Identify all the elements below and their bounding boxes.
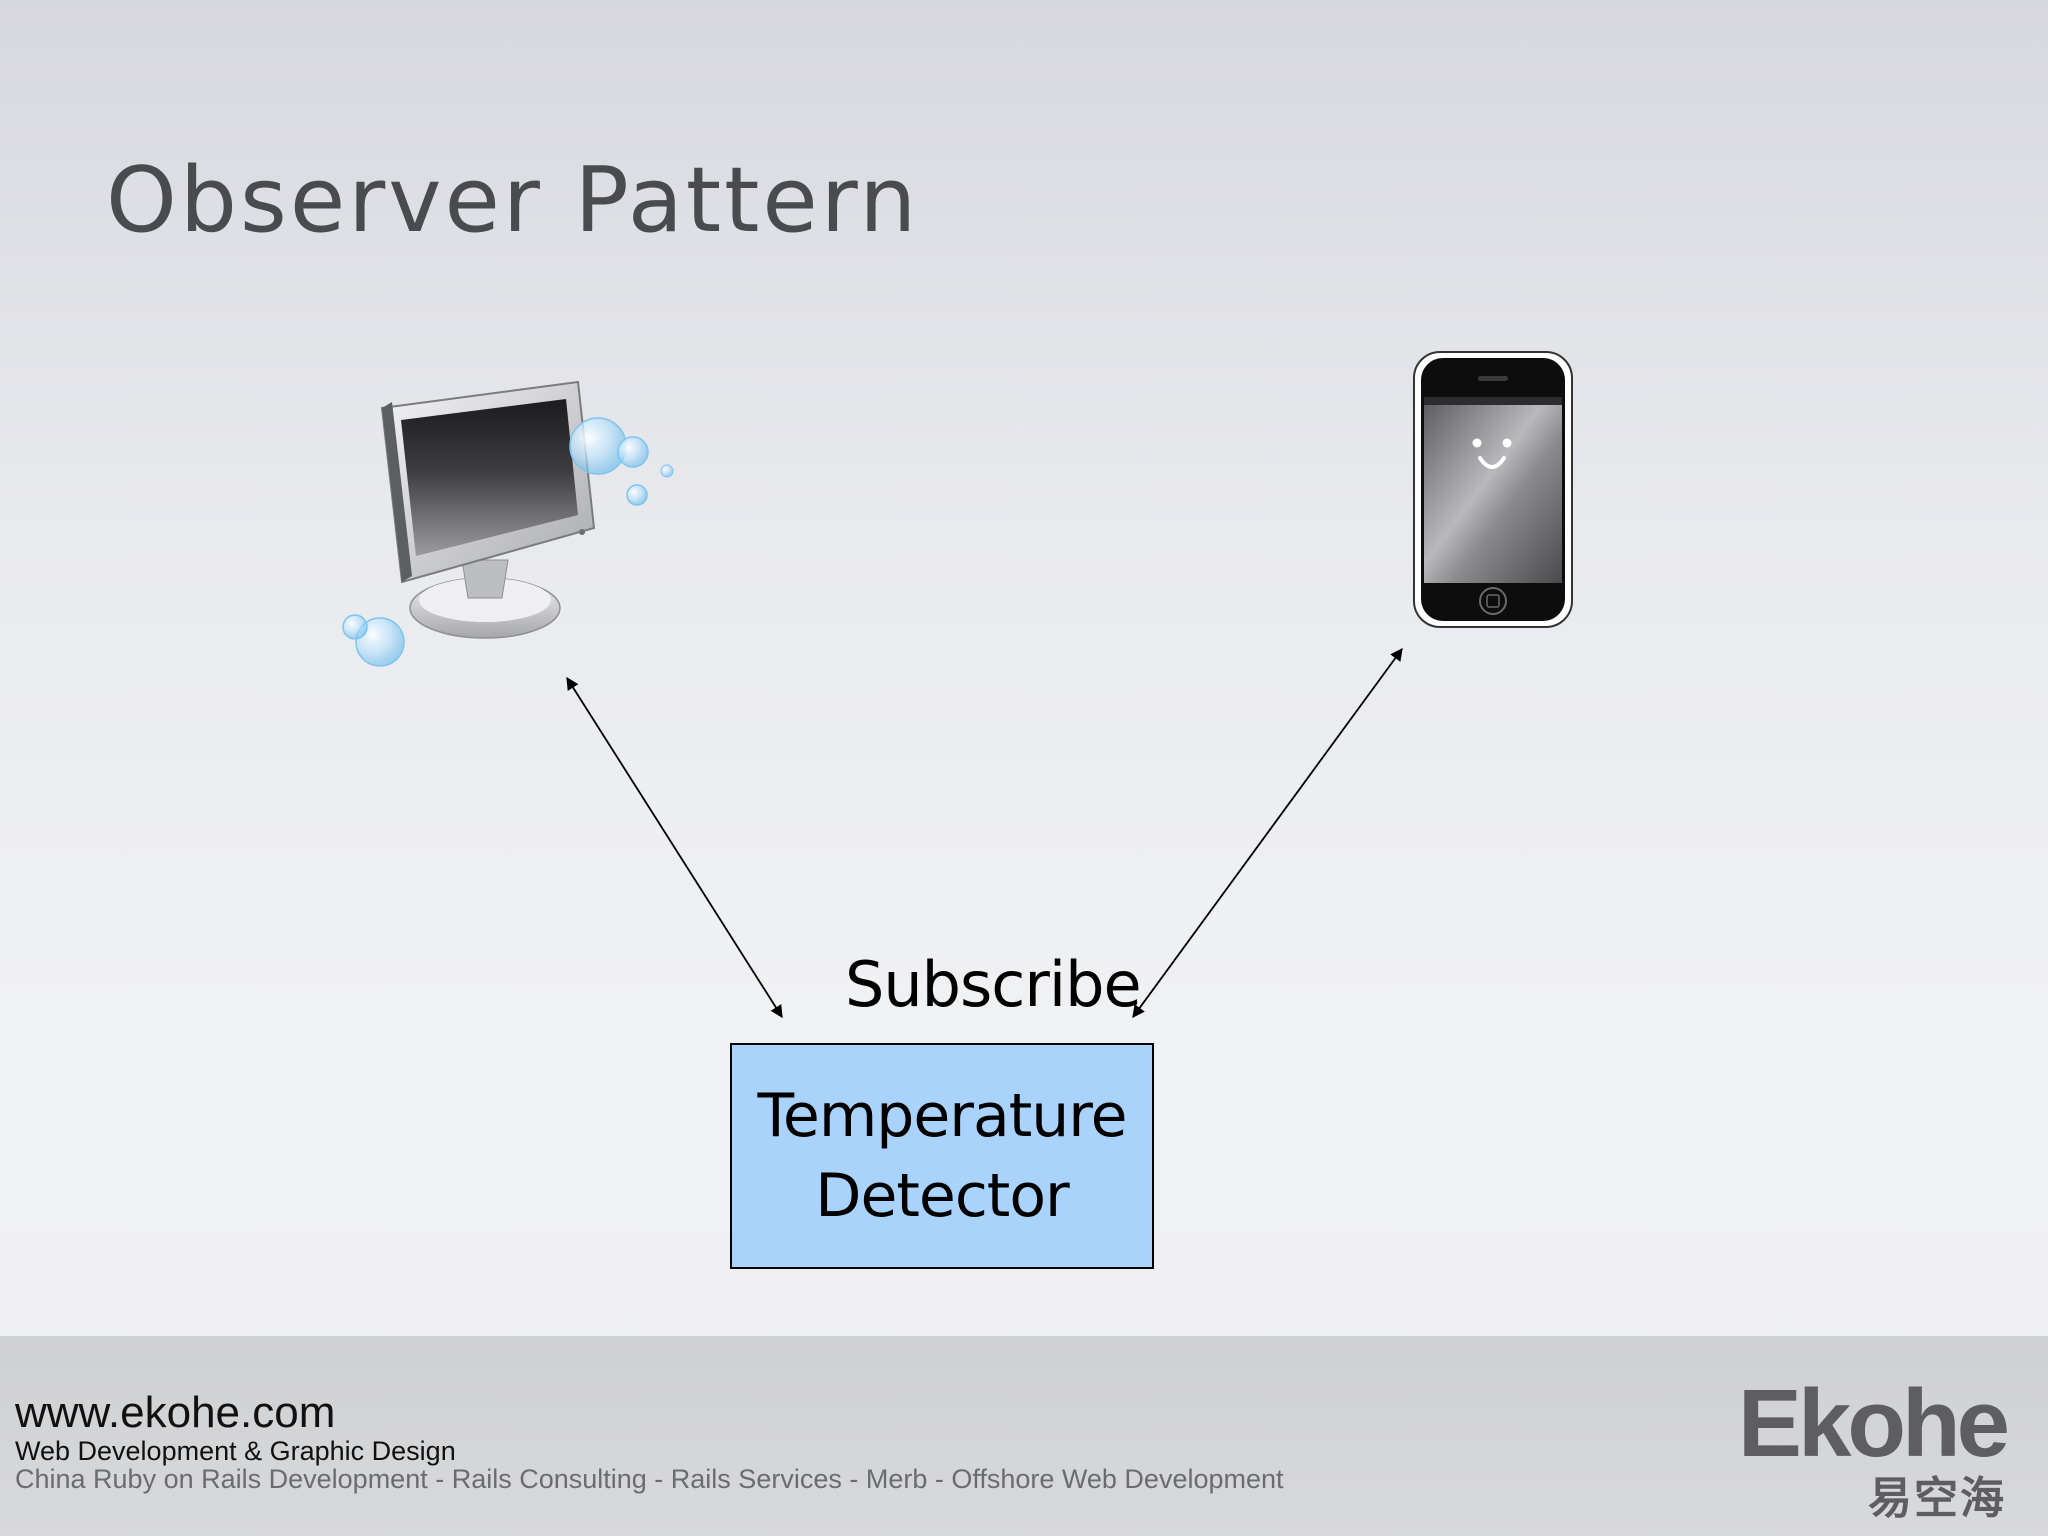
arrow-detector-monitor [566,676,783,1019]
temperature-detector-box: Temperature Detector [730,1043,1154,1269]
bubbles-decoration-icon [342,417,674,667]
footer-services: China Ruby on Rails Development - Rails … [15,1464,1284,1494]
brand-logo: Ekohe 易空海 [1737,1370,2010,1526]
footer-url: www.ekohe.com [15,1388,336,1437]
detector-label-line-2: Detector [815,1161,1069,1231]
brand-name-chinese: 易空海 [1868,1473,2006,1524]
brand-name: Ekohe [1737,1370,2010,1477]
desktop-monitor-icon [380,380,596,639]
footer-tagline: Web Development & Graphic Design [15,1436,456,1466]
smartphone-icon [1413,351,1573,628]
subscribe-label: Subscribe [845,948,1142,1021]
arrow-detector-phone [1132,647,1403,1019]
diagram-canvas [342,351,1573,1019]
detector-label-line-1: Temperature [757,1081,1127,1151]
slide-title: Observer Pattern [106,148,920,253]
footer-band [0,1336,2048,1536]
